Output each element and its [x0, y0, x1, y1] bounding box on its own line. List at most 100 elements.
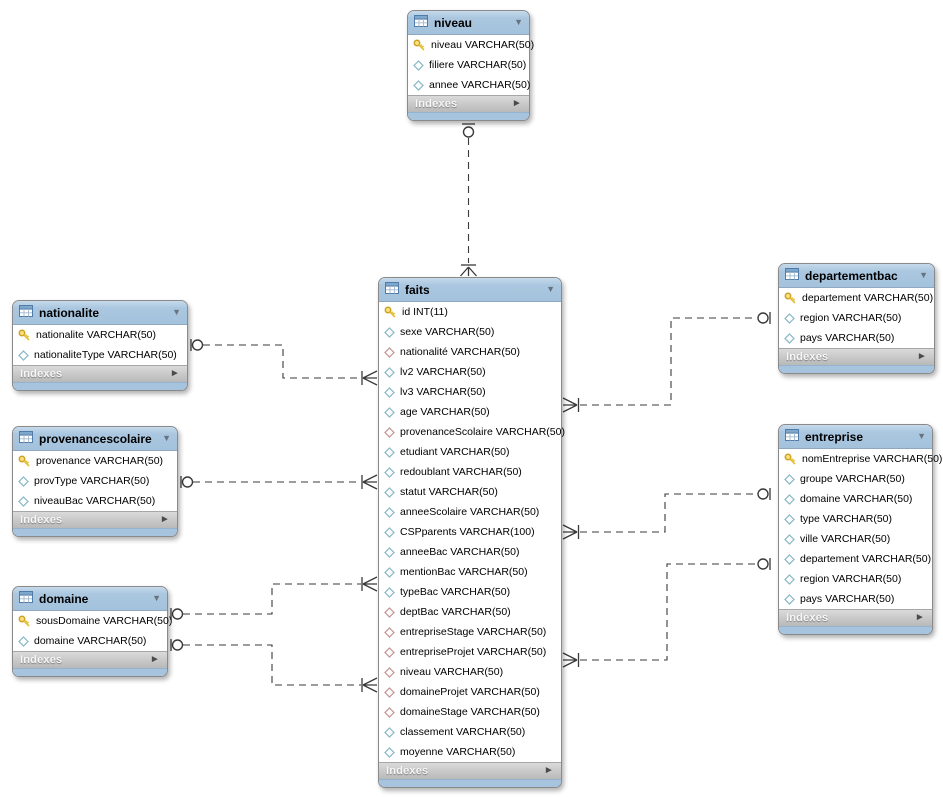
column-row[interactable]: region VARCHAR(50) — [779, 569, 932, 589]
table-provenancescolaire[interactable]: provenancescolaire▼provenance VARCHAR(50… — [12, 426, 178, 537]
collapse-arrow-icon[interactable]: ▼ — [514, 17, 523, 27]
column-label: entrepriseProjet VARCHAR(50) — [400, 646, 547, 658]
collapse-arrow-icon[interactable]: ▼ — [917, 431, 926, 441]
expand-arrow-icon[interactable]: ► — [914, 612, 925, 623]
relationship-niveau-faits[interactable] — [460, 123, 477, 277]
indexes-bar[interactable]: Indexes► — [13, 511, 177, 528]
column-label: annee VARCHAR(50) — [429, 79, 531, 91]
table-header[interactable]: faits▼ — [379, 278, 561, 302]
column-row[interactable]: id INT(11) — [379, 302, 561, 322]
column-row[interactable]: groupe VARCHAR(50) — [779, 469, 932, 489]
indexes-bar[interactable]: Indexes► — [779, 348, 934, 365]
column-label: etudiant VARCHAR(50) — [400, 446, 510, 458]
column-row[interactable]: domaineStage VARCHAR(50) — [379, 702, 561, 722]
column-row[interactable]: lv2 VARCHAR(50) — [379, 362, 561, 382]
expand-arrow-icon[interactable]: ► — [543, 765, 554, 776]
column-row[interactable]: pays VARCHAR(50) — [779, 589, 932, 609]
column-row[interactable]: mentionBac VARCHAR(50) — [379, 562, 561, 582]
column-row[interactable]: niveau VARCHAR(50) — [379, 662, 561, 682]
indexes-bar[interactable]: Indexes ► — [13, 365, 187, 382]
column-row[interactable]: typeBac VARCHAR(50) — [379, 582, 561, 602]
column-row[interactable]: filiere VARCHAR(50) — [408, 55, 529, 75]
column-row[interactable]: sexe VARCHAR(50) — [379, 322, 561, 342]
indexes-bar[interactable]: Indexes► — [13, 651, 167, 668]
column-row[interactable]: niveau VARCHAR(50) — [408, 35, 534, 55]
expand-arrow-icon[interactable]: ► — [511, 98, 522, 109]
table-domaine[interactable]: domaine▼sousDomaine VARCHAR(50)domaine V… — [12, 586, 172, 677]
column-row[interactable]: domaineProjet VARCHAR(50) — [379, 682, 561, 702]
relationship-faits-entreprise-1[interactable] — [562, 488, 771, 540]
expand-arrow-icon[interactable]: ► — [159, 514, 170, 525]
column-row[interactable]: redoublant VARCHAR(50) — [379, 462, 561, 482]
table-header[interactable]: departementbac ▼ — [779, 264, 934, 288]
column-row[interactable]: lv3 VARCHAR(50) — [379, 382, 561, 402]
column-row[interactable]: classement VARCHAR(50) — [379, 722, 561, 742]
collapse-arrow-icon[interactable]: ▼ — [152, 593, 161, 603]
indexes-label: Indexes — [20, 368, 63, 380]
relationship-nationalite-faits[interactable] — [190, 339, 378, 386]
indexes-bar[interactable]: Indexes► — [779, 609, 932, 626]
column-row[interactable]: provType VARCHAR(50) — [13, 471, 177, 491]
relationship-faits-entreprise-2[interactable] — [562, 558, 771, 668]
column-row[interactable]: sousDomaine VARCHAR(50) — [13, 611, 172, 631]
column-icon — [784, 312, 795, 324]
collapse-arrow-icon[interactable]: ▼ — [919, 270, 928, 280]
table-header[interactable]: entreprise▼ — [779, 425, 932, 449]
table-faits[interactable]: faits▼id INT(11)sexe VARCHAR(50)national… — [378, 277, 565, 788]
column-row[interactable]: ville VARCHAR(50) — [779, 529, 932, 549]
column-row[interactable]: region VARCHAR(50) — [779, 308, 934, 328]
column-row[interactable]: pays VARCHAR(50) — [779, 328, 934, 348]
column-row[interactable]: entrepriseStage VARCHAR(50) — [379, 622, 561, 642]
column-row[interactable]: annee VARCHAR(50) — [408, 75, 531, 95]
column-row[interactable]: age VARCHAR(50) — [379, 402, 561, 422]
column-row[interactable]: provenanceScolaire VARCHAR(50) — [379, 422, 565, 442]
table-title: departementbac — [805, 268, 898, 283]
collapse-arrow-icon[interactable]: ▼ — [546, 284, 555, 294]
column-icon — [384, 746, 395, 758]
column-row[interactable]: provenance VARCHAR(50) — [13, 451, 177, 471]
expand-arrow-icon[interactable]: ► — [149, 654, 160, 665]
table-title: nationalite — [39, 305, 100, 320]
column-row[interactable]: nationalite VARCHAR(50) — [13, 325, 187, 345]
table-header[interactable]: provenancescolaire▼ — [13, 427, 177, 451]
expand-arrow-icon[interactable]: ► — [169, 368, 180, 379]
column-row[interactable]: departement VARCHAR(50) — [779, 549, 932, 569]
column-row[interactable]: statut VARCHAR(50) — [379, 482, 561, 502]
table-entreprise[interactable]: entreprise▼nomEntreprise VARCHAR(50)grou… — [778, 424, 942, 635]
relationship-domaine-faits-1[interactable] — [170, 576, 378, 620]
column-row[interactable]: domaine VARCHAR(50) — [13, 631, 167, 651]
indexes-bar[interactable]: Indexes► — [408, 95, 529, 112]
column-row[interactable]: CSPparents VARCHAR(100) — [379, 522, 561, 542]
indexes-bar[interactable]: Indexes► — [379, 762, 561, 779]
column-row[interactable]: anneeScolaire VARCHAR(50) — [379, 502, 561, 522]
relationship-domaine-faits-2[interactable] — [170, 639, 378, 693]
column-label: filiere VARCHAR(50) — [429, 59, 527, 71]
table-icon — [385, 281, 399, 299]
column-row[interactable]: niveauBac VARCHAR(50) — [13, 491, 177, 511]
table-bottom-strip — [13, 528, 177, 536]
collapse-arrow-icon[interactable]: ▼ — [162, 433, 171, 443]
column-row[interactable]: entrepriseProjet VARCHAR(50) — [379, 642, 561, 662]
column-row[interactable]: nationalité VARCHAR(50) — [379, 342, 561, 362]
column-row[interactable]: nationaliteType VARCHAR(50) — [13, 345, 187, 365]
relationship-provenancescolaire-faits[interactable] — [180, 474, 378, 490]
table-niveau[interactable]: niveau ▼ niveau VARCHAR(50) filiere VARCHAR… — [407, 10, 534, 121]
column-row[interactable]: etudiant VARCHAR(50) — [379, 442, 561, 462]
column-row[interactable]: anneeBac VARCHAR(50) — [379, 542, 561, 562]
table-header[interactable]: niveau ▼ — [408, 11, 529, 35]
collapse-arrow-icon[interactable]: ▼ — [172, 307, 181, 317]
table-departementbac[interactable]: departementbac ▼ departement VARCHAR(50)re… — [778, 263, 935, 374]
expand-arrow-icon[interactable]: ► — [916, 351, 927, 362]
column-row[interactable]: departement VARCHAR(50) — [779, 288, 934, 308]
relationship-faits-departementbac[interactable] — [562, 312, 771, 413]
column-row[interactable]: moyenne VARCHAR(50) — [379, 742, 561, 762]
column-row[interactable]: nomEntreprise VARCHAR(50) — [779, 449, 942, 469]
column-icon — [784, 593, 795, 605]
table-title: niveau — [434, 15, 473, 30]
table-header[interactable]: domaine▼ — [13, 587, 167, 611]
table-header[interactable]: nationalite ▼ — [13, 301, 187, 325]
table-nationalite[interactable]: nationalite ▼ nationalite VARCHAR(50)natio… — [12, 300, 188, 391]
column-row[interactable]: domaine VARCHAR(50) — [779, 489, 932, 509]
column-row[interactable]: deptBac VARCHAR(50) — [379, 602, 561, 622]
column-row[interactable]: type VARCHAR(50) — [779, 509, 932, 529]
